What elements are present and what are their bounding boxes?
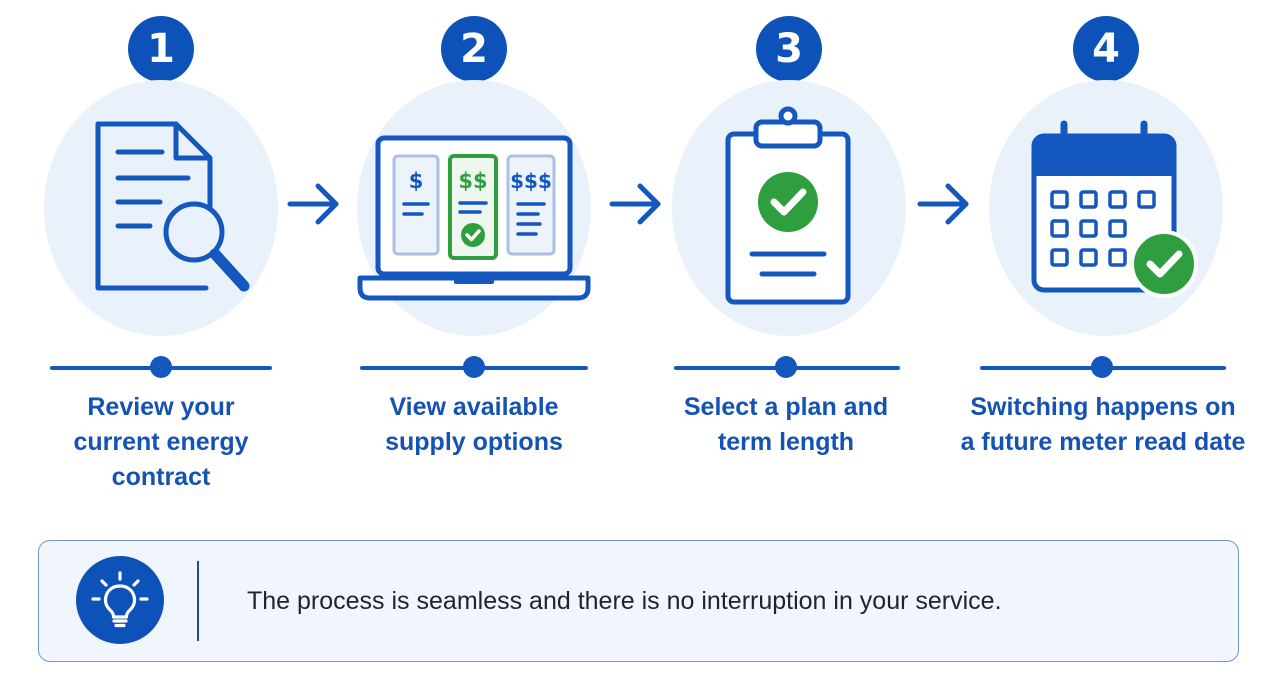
- document-search-icon: [95, 121, 250, 292]
- step-3-number-badge: 3: [756, 16, 822, 82]
- laptop-price-options-icon: $ $$ $$$: [357, 135, 591, 301]
- lightbulb-icon: [76, 556, 164, 644]
- note-divider: [197, 561, 199, 641]
- step-4-timeline-dot: [1091, 356, 1113, 378]
- arrow-right-icon: [609, 183, 661, 225]
- step-1-label: Review your current energy contract: [73, 393, 249, 491]
- clipboard-check-icon: [725, 106, 851, 305]
- price-high-label: $$$: [510, 169, 552, 193]
- step-2-label: View available supply options: [385, 393, 563, 456]
- step-2-timeline-dot: [463, 356, 485, 378]
- step-4-label: Switching happens on a future meter read…: [960, 393, 1246, 456]
- arrow-right-icon: [287, 183, 339, 225]
- step-4-number-badge: 4: [1073, 16, 1139, 82]
- step-1-timeline-dot: [150, 356, 172, 378]
- price-mid-label: $$: [458, 169, 487, 193]
- calendar-check-icon: [1031, 120, 1198, 298]
- step-3-label: Select a plan and term length: [683, 393, 889, 456]
- step-1-number-badge: 1: [128, 16, 194, 82]
- note-text: The process is seamless and there is no …: [247, 587, 1002, 615]
- step-2-number-badge: 2: [441, 16, 507, 82]
- price-low-label: $: [409, 169, 424, 193]
- info-note-box: The process is seamless and there is no …: [38, 540, 1239, 662]
- arrow-right-icon: [917, 183, 969, 225]
- step-3-timeline-dot: [775, 356, 797, 378]
